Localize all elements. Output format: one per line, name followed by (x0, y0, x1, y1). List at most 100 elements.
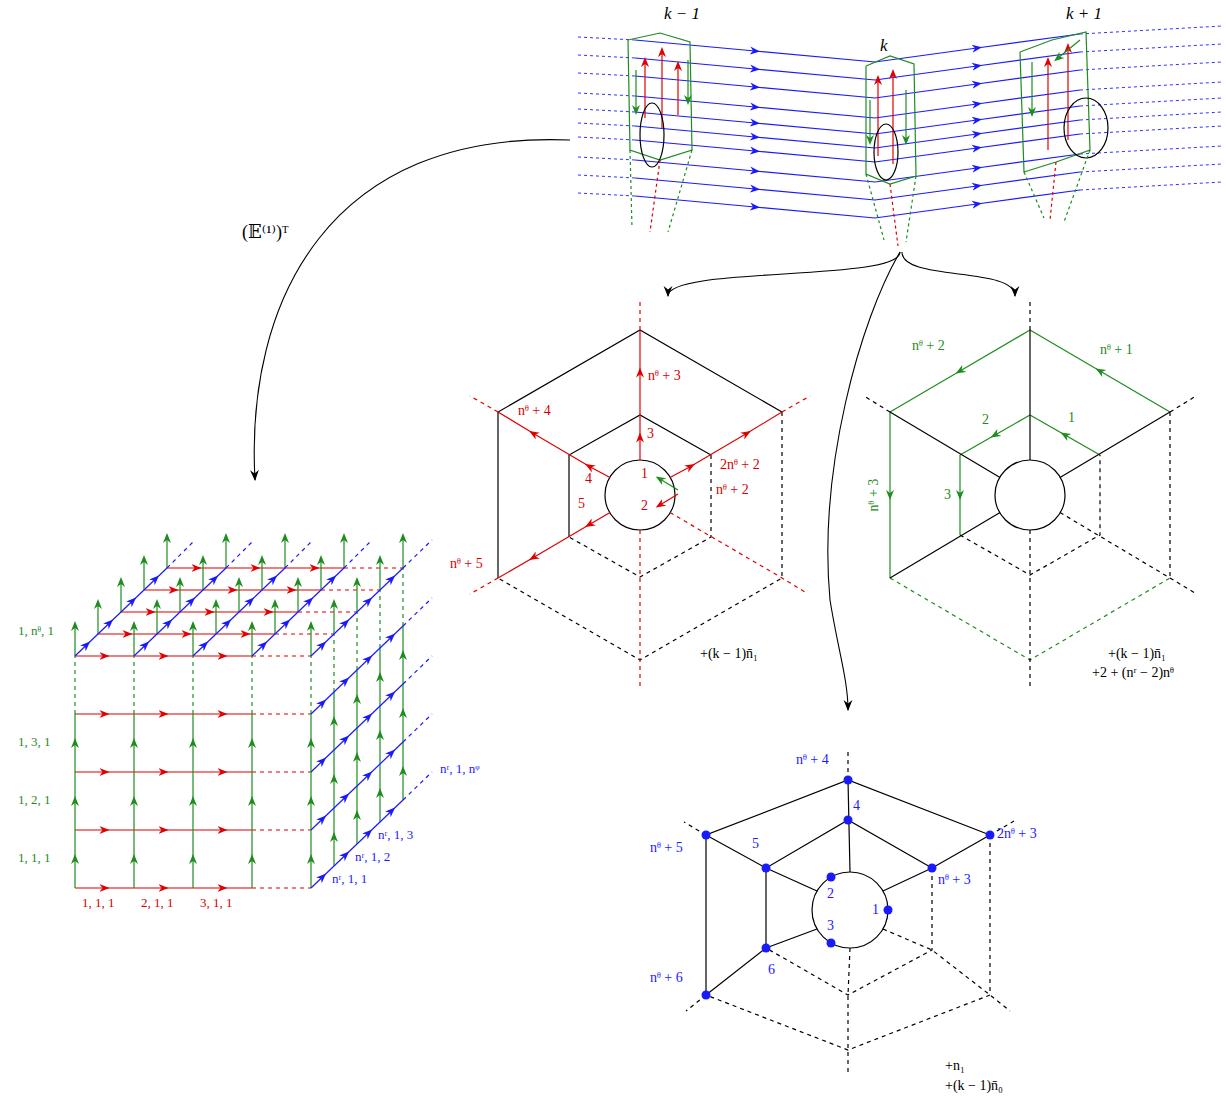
vertex-dot (827, 873, 836, 882)
flow-line (578, 26, 1222, 218)
offset-note: +(k − 1)n̄₀ (945, 1078, 1003, 1094)
cube-edge-x (98, 633, 275, 634)
cube-edge-y (356, 670, 357, 844)
vertex-dot (702, 831, 711, 840)
vertex-numbering-hex (706, 835, 990, 1050)
vertex-dot (762, 864, 771, 873)
edge-numbering-hex (864, 302, 1196, 690)
flow-line (635, 178, 875, 200)
edge-numbering-hex (569, 455, 711, 577)
cube-edge-y (156, 604, 157, 634)
cube-edge-x (121, 611, 298, 612)
cube-edge-y (202, 560, 203, 590)
cube-index: 1, 2, 1 (18, 793, 51, 808)
cube-edge-y (143, 560, 144, 590)
flow-line (875, 34, 1080, 62)
cube-edge-z (311, 684, 403, 772)
vertex-index: 6 (768, 962, 775, 978)
vertex-index: 3 (827, 918, 834, 934)
figure-panel: nᶿ + 33nᶿ + 4412nᶿ + 22nᶿ + 25nᶿ + 5+(k … (445, 296, 795, 680)
edge-numbering-hex (498, 412, 610, 478)
cube-edge-y (261, 560, 262, 590)
edge-numbering-hex (470, 300, 810, 690)
cross-section (677, 66, 678, 115)
edge-index: 4 (585, 471, 592, 487)
cube-edge-y (133, 626, 134, 656)
cube-edge-y (215, 604, 216, 634)
cube-edge-y (74, 626, 75, 656)
vertex-dot (844, 776, 853, 785)
flow-arrow (254, 140, 570, 480)
cross-section (877, 80, 878, 156)
cube-edge-y (343, 538, 344, 568)
cube-edge-y (192, 626, 193, 656)
cross-section (866, 56, 916, 184)
edge-index: 2nᶿ + 2 (720, 457, 760, 473)
flow-line (635, 196, 875, 218)
cube-edge-z (193, 568, 285, 656)
cross-section (905, 90, 906, 140)
cube-index: 2, 1, 1 (141, 896, 174, 911)
edge-numbering-hex (605, 460, 675, 530)
cube-index: nʳ, 1, 2 (355, 850, 390, 865)
cube-edge-y (238, 582, 239, 612)
flow-arrow (902, 252, 1015, 296)
vertex-numbering-hex (684, 750, 1014, 1072)
flow-line (635, 126, 875, 148)
cube-edge-x (75, 655, 252, 656)
vertex-numbering-hex (848, 780, 850, 872)
edge-index: 5 (578, 496, 585, 512)
cube-edge-y (97, 604, 98, 634)
cube-edge-x (75, 713, 252, 714)
flow-line (635, 112, 875, 134)
cross-section (890, 184, 898, 246)
flow-line (635, 140, 875, 162)
cross-section (1020, 32, 1090, 172)
cube-edge-y (133, 714, 134, 888)
vertex-numbering-hex (684, 750, 1014, 1072)
offset-note: +(k − 1)n̄₁ (700, 646, 758, 662)
edge-numbering-hex (1030, 415, 1100, 455)
cube-edge-x (75, 887, 252, 888)
vertex-numbering-hex (883, 835, 990, 891)
vertex-numbering-hex (812, 872, 888, 948)
section-label: k + 1 (1066, 4, 1102, 24)
edge-numbering-hex (1169, 412, 1170, 578)
edge-numbering-hex (1030, 330, 1170, 412)
vertex-numbering-hex (706, 835, 817, 891)
edge-numbering-hex (959, 455, 960, 535)
cube-index: 1, nᶿ, 1 (18, 624, 54, 639)
cube-edge-y (75, 568, 403, 714)
offset-note: +(k − 1)n̄₁ (1108, 646, 1166, 662)
edge-numbering-hex (639, 330, 640, 460)
cube-edge-y (120, 582, 121, 612)
cube-index: 1, 1, 1 (18, 851, 51, 866)
figure-panel: 1, nᶿ, 11, 3, 11, 2, 11, 1, 1nʳ, 1, nᵠnʳ… (8, 480, 508, 920)
edge-numbering-hex (660, 494, 678, 505)
edge-numbering-hex (470, 300, 810, 690)
cube-edge-x (144, 589, 321, 590)
vertex-dot (762, 944, 771, 953)
section-label: k (880, 36, 888, 56)
cube-edge-z (311, 626, 403, 714)
vertex-index: 1 (872, 902, 879, 918)
cube-index: nʳ, 1, nᵠ (440, 762, 480, 777)
cube-edge-x (75, 568, 403, 888)
cross-section (1047, 62, 1048, 150)
cross-section (1050, 162, 1056, 220)
cube-edge-z (75, 568, 167, 656)
cross-section (1064, 98, 1108, 158)
edge-index: nᶿ + 3 (866, 479, 882, 512)
edge-index: nᶿ + 1 (1100, 342, 1133, 358)
vertex-index: 4 (853, 798, 860, 814)
cube-edge-y (310, 714, 311, 888)
cube-edge-y (251, 714, 252, 888)
cube-edge-z (167, 540, 432, 800)
edge-numbering-hex (995, 460, 1065, 530)
cube-index: 3, 1, 1 (200, 896, 233, 911)
edge-index: nᶿ + 3 (648, 368, 681, 384)
cross-section (640, 103, 664, 167)
edge-numbering-hex (960, 415, 1030, 455)
